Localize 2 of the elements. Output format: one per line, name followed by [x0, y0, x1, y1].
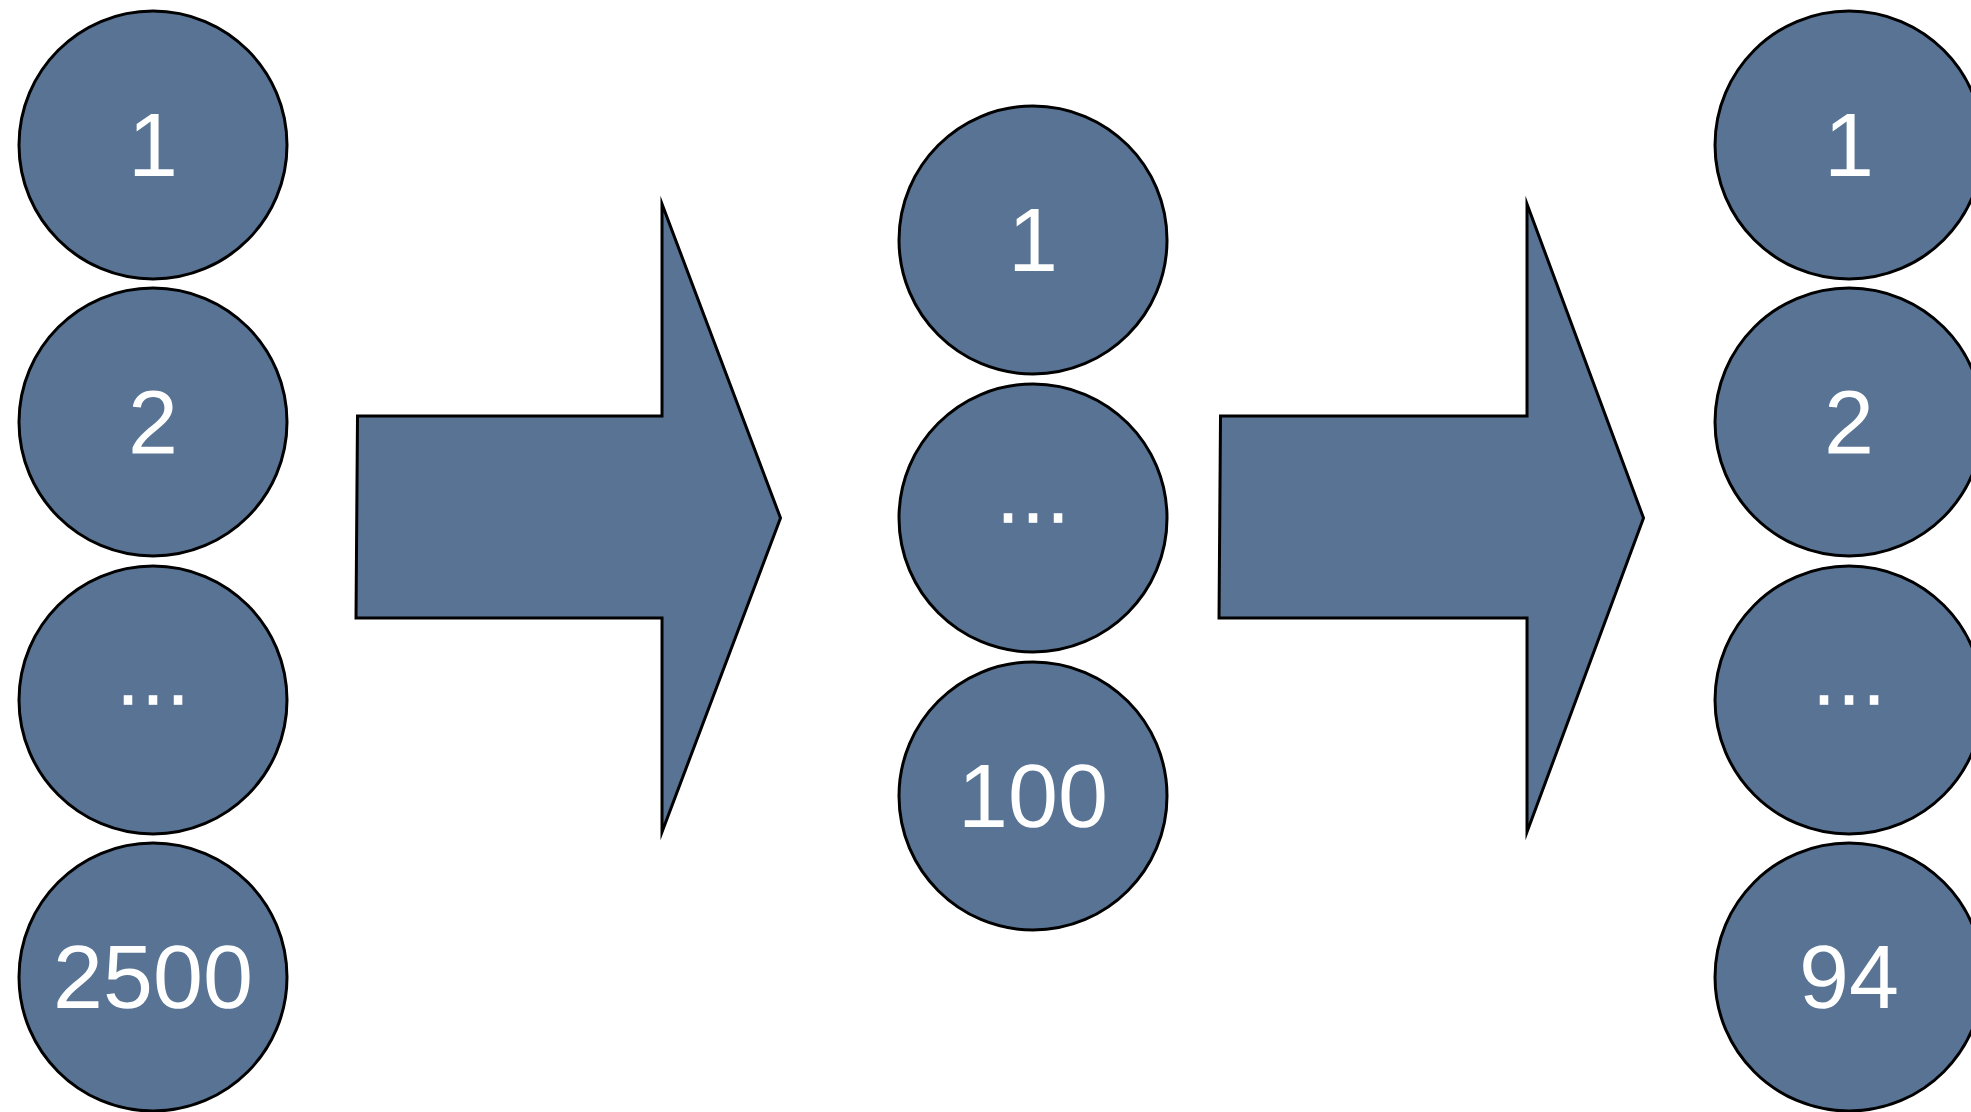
block-arrow	[1217, 195, 1646, 841]
block-arrow	[354, 195, 783, 841]
